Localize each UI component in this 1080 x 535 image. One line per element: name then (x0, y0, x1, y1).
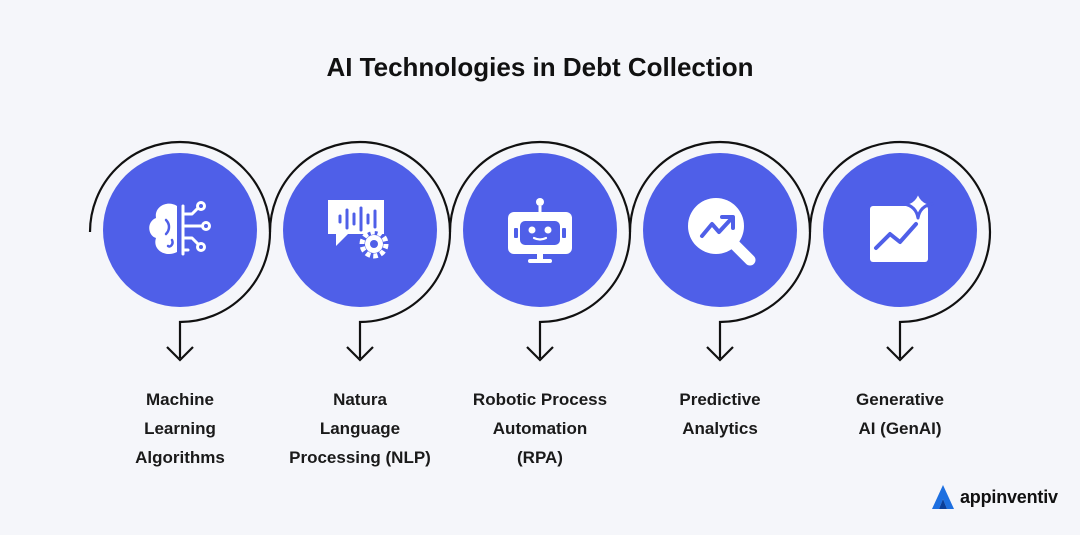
robot-monitor-icon (508, 198, 572, 263)
brand-logo: appinventiv (930, 482, 1058, 512)
step-5-label: Generative AI (GenAI) (856, 390, 944, 438)
step-1-circle (103, 153, 257, 307)
step-1-arrowhead (166, 346, 194, 362)
step-2-label: Natura Language Processing (NLP) (289, 390, 431, 467)
step-4-arrowhead (706, 346, 734, 362)
step-1-ring (88, 140, 272, 358)
step-4-label: Predictive Analytics (679, 390, 761, 438)
brand-name: appinventiv (960, 486, 1058, 507)
step-3 (448, 140, 632, 362)
brand-mark-icon (932, 485, 954, 509)
step-3-ring (448, 140, 632, 358)
chart-sparkle-icon (870, 188, 934, 262)
step-5-arrowhead (886, 346, 914, 362)
step-4-ring (628, 140, 812, 358)
speech-gear-icon (328, 200, 389, 259)
step-3-label: Robotic Process Automation (RPA) (472, 390, 608, 467)
step-5 (808, 140, 992, 362)
step-4 (628, 140, 812, 362)
step-1 (88, 140, 272, 362)
brain-circuit-icon (149, 201, 211, 256)
diagram-title: AI Technologies in Debt Collection (326, 52, 754, 82)
step-1-label: Machine Learning Algorithms (135, 390, 225, 467)
magnifier-trend-icon (688, 198, 756, 266)
step-2-arrowhead (346, 346, 374, 362)
step-2-ring (268, 140, 452, 358)
step-5-ring (808, 140, 992, 358)
step-3-arrowhead (526, 346, 554, 362)
step-2 (268, 140, 452, 362)
